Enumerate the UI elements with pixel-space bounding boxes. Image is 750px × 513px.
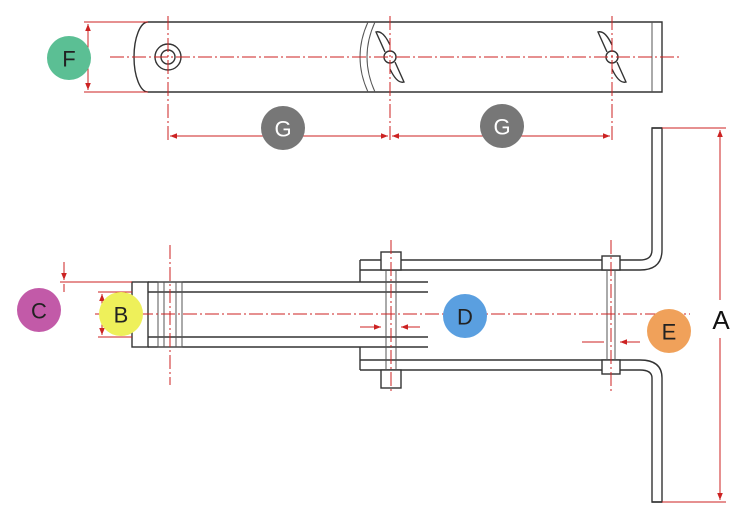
top-view — [84, 16, 680, 140]
badge-G1-circle — [261, 106, 305, 150]
badge-E: E — [647, 309, 691, 353]
badge-D-label: D — [457, 305, 473, 330]
top-joint-curve-2 — [366, 21, 376, 93]
badge-B: B — [99, 292, 143, 336]
badge-F-circle — [47, 36, 91, 80]
badge-C-label: C — [31, 299, 47, 324]
badge-B-circle — [99, 292, 143, 336]
lower-outer-plate-bent — [360, 359, 663, 503]
front-view — [60, 127, 726, 503]
badge-C: C — [17, 288, 61, 332]
badge-G2-label: G — [493, 115, 510, 140]
upper-outer-plate-bent — [360, 127, 663, 271]
badge-G1-label: G — [274, 117, 291, 142]
badge-D: D — [443, 294, 487, 338]
badge-C-circle — [17, 288, 61, 332]
badge-B-label: B — [114, 303, 129, 328]
dim-A-label: A — [712, 305, 730, 335]
lower-inner-plate — [148, 336, 428, 348]
badge-G2: G — [480, 104, 524, 148]
badge-G1: G — [261, 106, 305, 150]
upper-inner-plate — [148, 281, 428, 293]
badge-E-label: E — [662, 320, 677, 345]
badge-G2-circle — [480, 104, 524, 148]
badge-F: F — [47, 36, 91, 80]
badge-D-circle — [443, 294, 487, 338]
badge-E-circle — [647, 309, 691, 353]
badge-F-label: F — [62, 47, 75, 72]
